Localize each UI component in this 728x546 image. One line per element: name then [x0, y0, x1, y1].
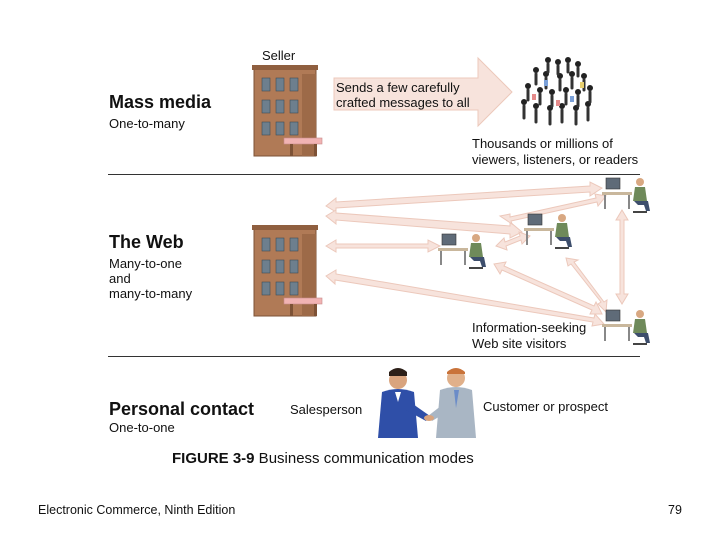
mass-media-subtitle: One-to-many: [109, 116, 185, 131]
web-title: The Web: [109, 232, 184, 252]
mass-message-line2: crafted messages to all: [336, 95, 470, 110]
web-subtitle-line2: and: [109, 271, 131, 286]
web-building-icon: [251, 224, 323, 317]
seller-label: Seller: [262, 48, 296, 63]
web-visitor-left-icon: [437, 233, 487, 270]
visitors-line2: Web site visitors: [472, 336, 567, 351]
web-visitor-top-icon: [601, 177, 651, 214]
web-visitor-middle-icon: [523, 213, 573, 250]
section-divider-top: [108, 174, 640, 175]
mass-media-title: Mass media: [109, 92, 212, 112]
figure-number: FIGURE 3-9: [172, 450, 255, 467]
footer-book-title: Electronic Commerce, Ninth Edition: [38, 503, 236, 517]
seller-building-icon: [251, 64, 323, 157]
mass-message-line1: Sends a few carefully: [336, 80, 460, 95]
web-arrows: [325, 181, 629, 327]
customer-label: Customer or prospect: [483, 399, 608, 414]
web-subtitle-line3: many-to-many: [109, 286, 193, 301]
personal-contact-subtitle: One-to-one: [109, 420, 175, 435]
salesperson-label: Salesperson: [290, 402, 363, 417]
audience-line1: Thousands or millions of: [472, 136, 613, 151]
figure-caption: FIGURE 3-9 Business communication modes: [172, 450, 474, 467]
web-visitor-bottom-icon: [601, 309, 651, 346]
visitors-line1: Information-seeking: [472, 320, 587, 335]
figure-caption-text: Business communication modes: [254, 450, 474, 467]
audience-line2: viewers, listeners, or readers: [472, 152, 639, 167]
personal-contact-title: Personal contact: [109, 399, 255, 419]
handshake-icon: [378, 368, 476, 438]
web-subtitle-line1: Many-to-one: [109, 256, 182, 271]
mass-message-arrow: [333, 56, 513, 128]
crowd-icon: [521, 57, 593, 126]
section-divider-bottom: [108, 356, 640, 357]
footer-page-number: 79: [668, 503, 682, 517]
